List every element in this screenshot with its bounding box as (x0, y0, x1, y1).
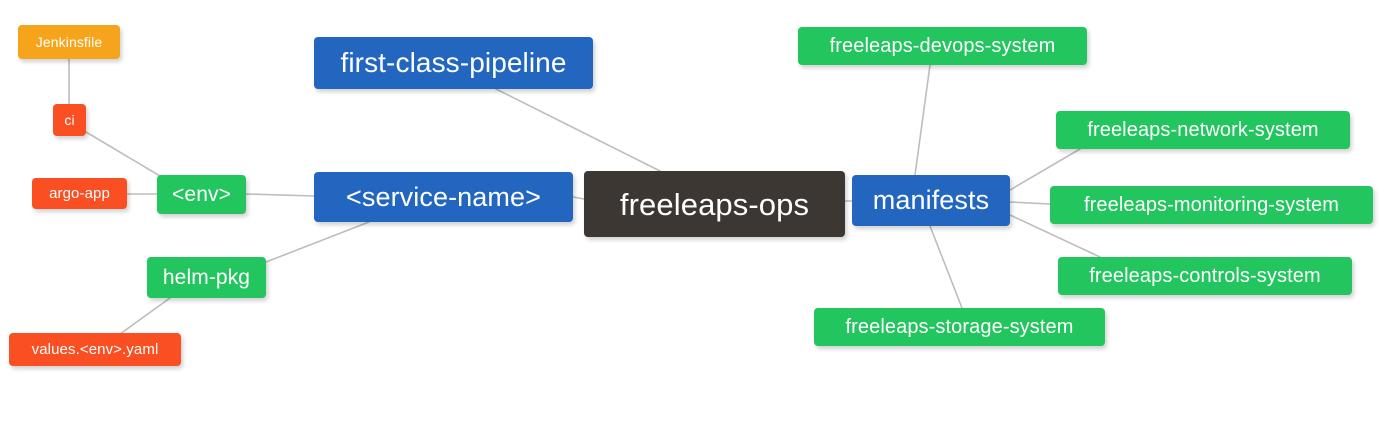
mindmap-node-label-jenkinsfile: Jenkinsfile (35, 34, 103, 50)
mindmap-edge-helm-pkg-to-service-name (265, 221, 370, 263)
mindmap-edge-manifests-to-freeleaps-network-system (1009, 148, 1081, 191)
mindmap-node-freeleaps-network-system[interactable]: freeleaps-network-system (1056, 111, 1350, 149)
mindmap-edge-values-yaml-to-helm-pkg (119, 297, 171, 335)
mindmap-node-label-argo-app: argo-app (49, 185, 110, 202)
mindmap-node-label-freeleaps-monitoring-system: freeleaps-monitoring-system (1083, 194, 1339, 216)
mindmap-node-first-class-pipeline[interactable]: first-class-pipeline (314, 37, 593, 89)
mindmap-node-freeleaps-monitoring-system[interactable]: freeleaps-monitoring-system (1050, 186, 1373, 224)
mindmap-node-ci[interactable]: ci (53, 104, 86, 136)
mindmap-node-freeleaps-controls-system[interactable]: freeleaps-controls-system (1058, 257, 1352, 295)
mindmap-edge-first-class-pipeline-to-freeleaps-ops (495, 88, 661, 172)
mindmap-node-label-manifests: manifests (872, 185, 990, 215)
mindmap-edge-ci-to-env (85, 131, 161, 177)
mindmap-node-label-freeleaps-ops: freeleaps-ops (619, 186, 810, 222)
mindmap-node-freeleaps-storage-system[interactable]: freeleaps-storage-system (814, 308, 1105, 346)
mindmap-node-helm-pkg[interactable]: helm-pkg (147, 257, 266, 298)
mindmap-node-label-freeleaps-network-system: freeleaps-network-system (1087, 119, 1319, 141)
mindmap-edge-env-to-service-name (245, 193, 315, 197)
mindmap-node-label-first-class-pipeline: first-class-pipeline (340, 47, 567, 78)
mindmap-edge-manifests-to-freeleaps-storage-system (929, 225, 963, 309)
mindmap-node-label-freeleaps-controls-system: freeleaps-controls-system (1089, 265, 1321, 287)
mindmap-node-jenkinsfile[interactable]: Jenkinsfile (18, 25, 120, 59)
mindmap-node-service-name[interactable]: <service-name> (314, 172, 573, 222)
mindmap-node-env[interactable]: <env> (157, 175, 246, 214)
mindmap-node-argo-app[interactable]: argo-app (32, 178, 127, 209)
mindmap-edge-service-name-to-freeleaps-ops (572, 196, 585, 200)
mindmap-node-manifests[interactable]: manifests (852, 175, 1010, 226)
mindmap-node-label-values-yaml: values.<env>.yaml (31, 341, 159, 358)
mindmap-node-label-helm-pkg: helm-pkg (162, 266, 251, 289)
mindmap-edge-manifests-to-freeleaps-devops-system (914, 64, 931, 176)
mindmap-node-label-ci: ci (64, 112, 75, 128)
mindmap-node-values-yaml[interactable]: values.<env>.yaml (9, 333, 181, 366)
mindmap-node-label-service-name: <service-name> (346, 181, 541, 212)
mindmap-node-label-freeleaps-devops-system: freeleaps-devops-system (829, 35, 1056, 57)
mindmap-node-freeleaps-devops-system[interactable]: freeleaps-devops-system (798, 27, 1087, 65)
mindmap-node-label-freeleaps-storage-system: freeleaps-storage-system (845, 316, 1074, 338)
mindmap-node-label-env: <env> (172, 183, 231, 206)
mindmap-node-freeleaps-ops[interactable]: freeleaps-ops (584, 171, 845, 237)
mindmap-edge-manifests-to-freeleaps-monitoring-system (1009, 201, 1051, 205)
